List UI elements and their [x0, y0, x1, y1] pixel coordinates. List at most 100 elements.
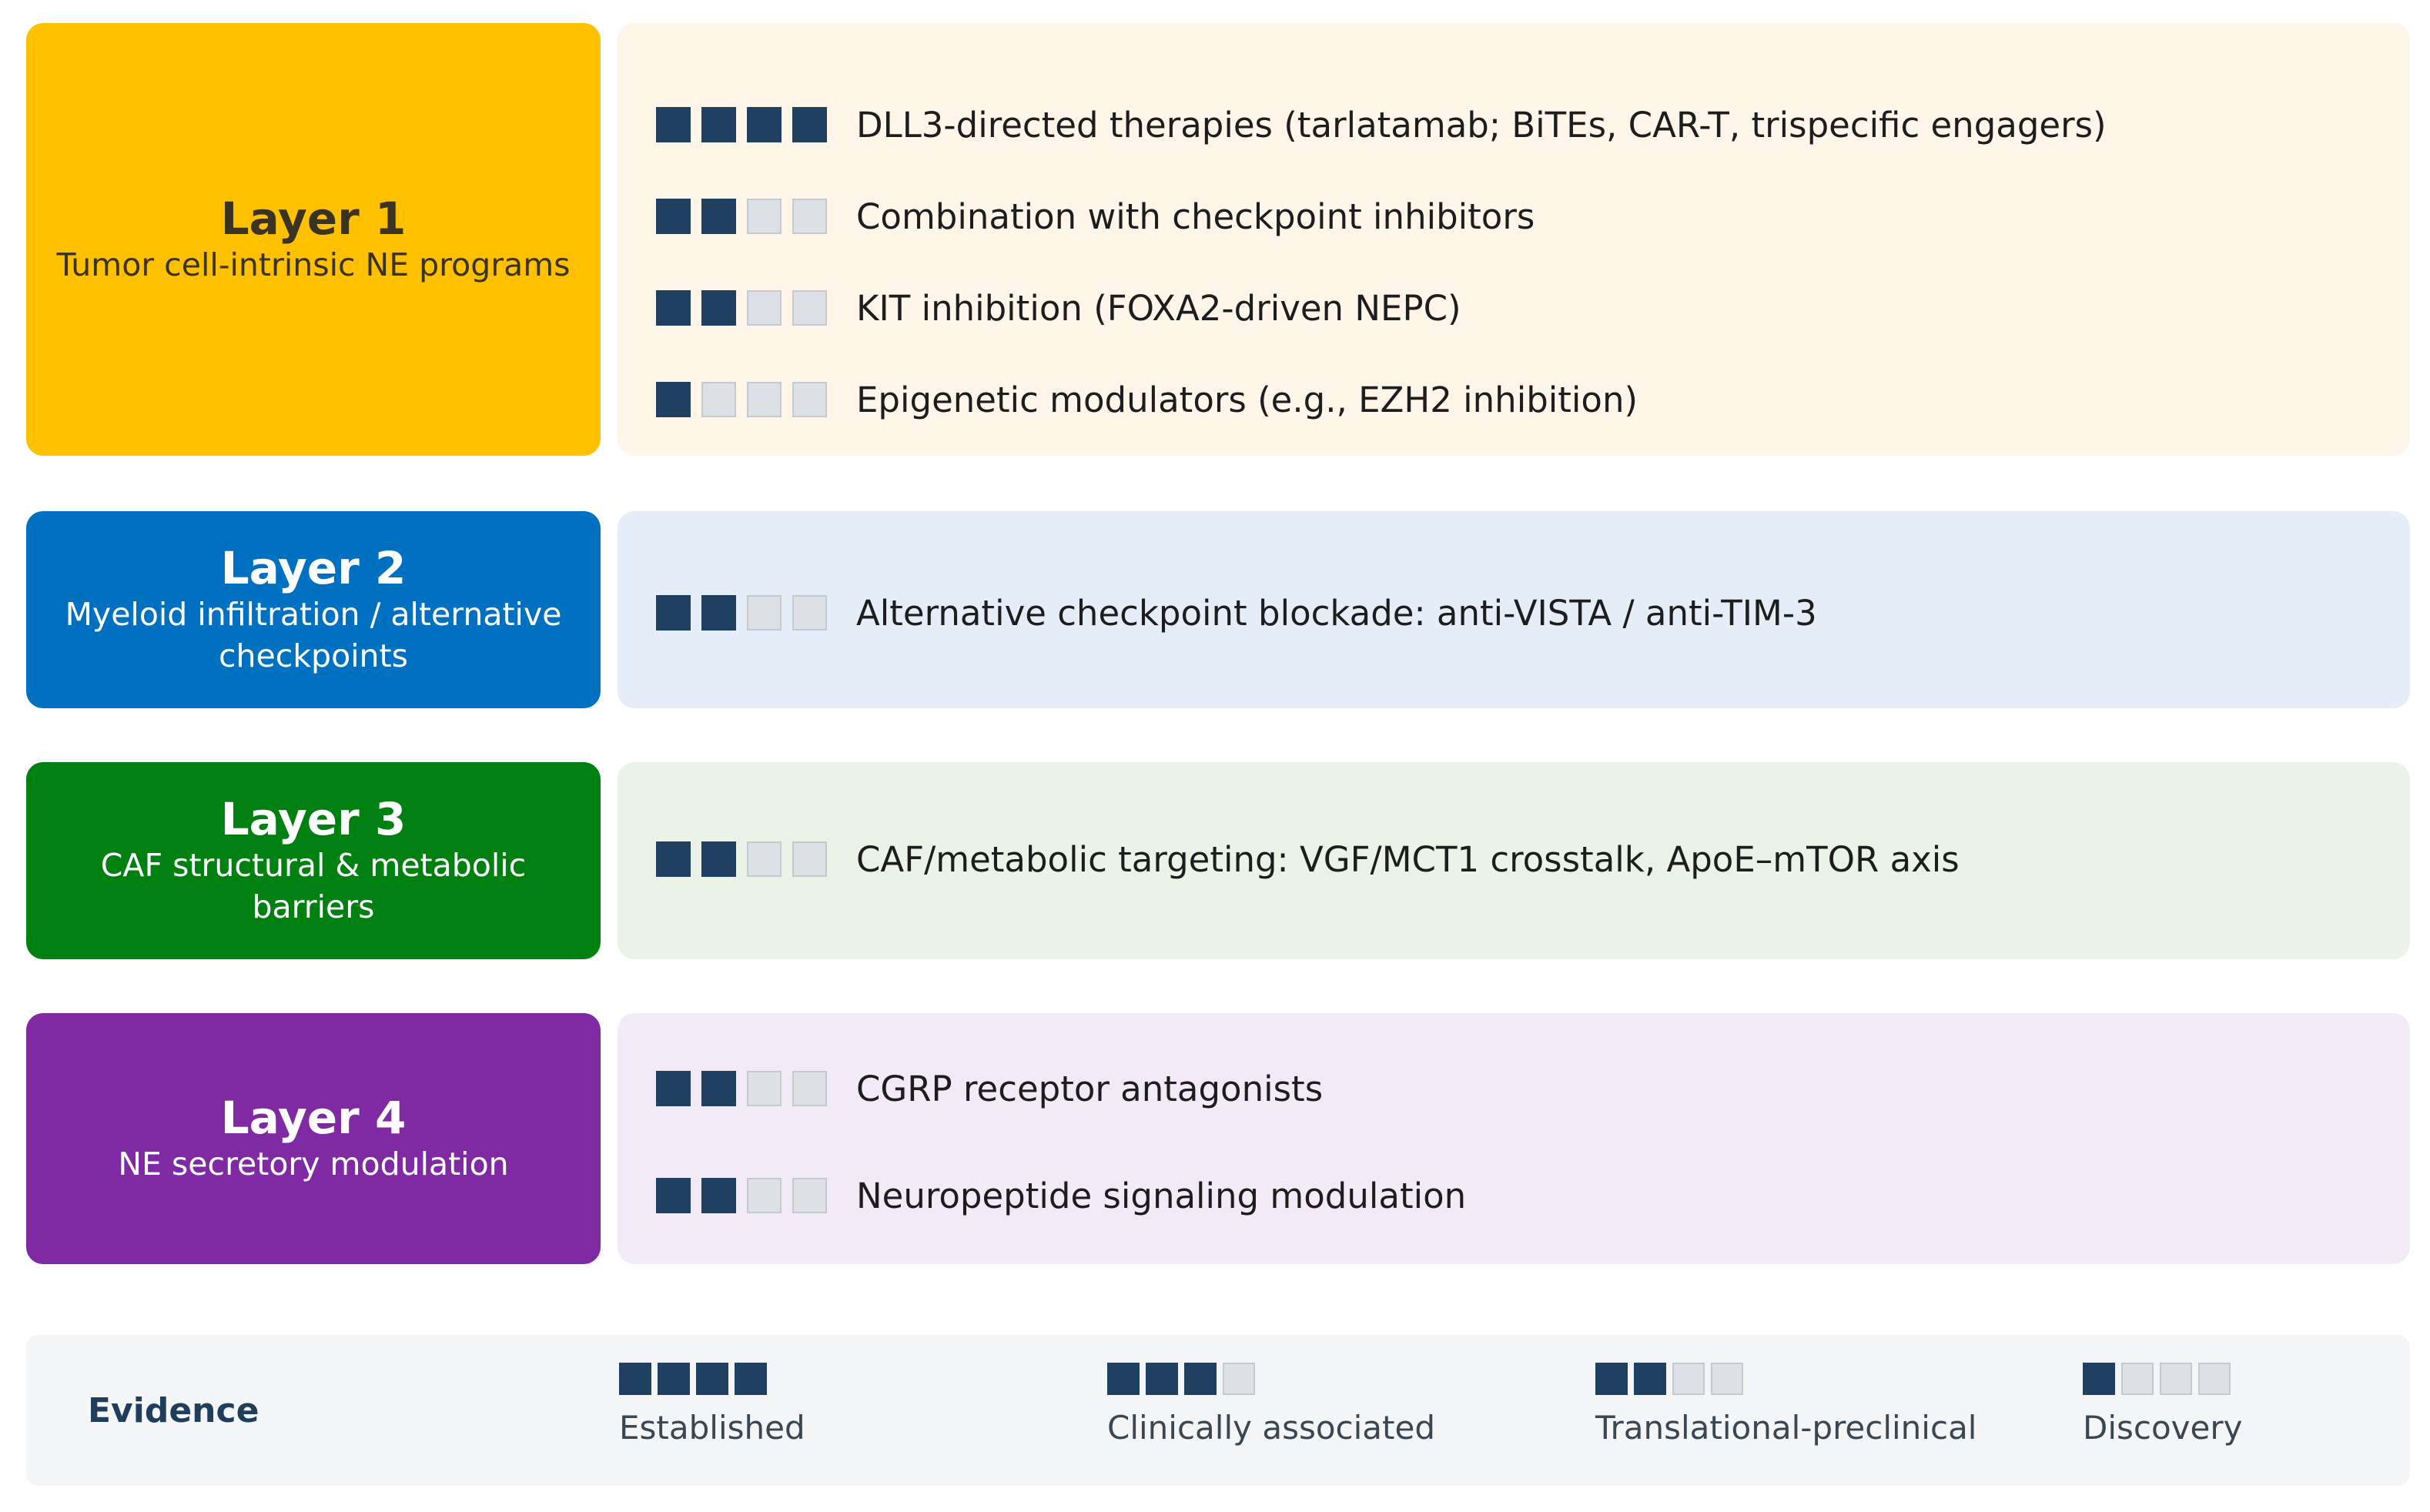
- layer-subtitle: Tumor cell-intrinsic NE programs: [56, 246, 571, 284]
- therapy-label: Neuropeptide signaling modulation: [856, 1175, 1467, 1216]
- evidence-square-filled: [1146, 1363, 1178, 1395]
- legend-item: Established: [619, 1363, 805, 1447]
- layer-title: Layer 2: [220, 541, 407, 594]
- evidence-square-filled: [658, 1363, 690, 1395]
- therapy-item: Neuropeptide signaling modulation: [656, 1172, 1466, 1219]
- therapy-item: CAF/metabolic targeting: VGF/MCT1 crosst…: [656, 836, 1960, 882]
- legend-item-label: Discovery: [2083, 1409, 2243, 1447]
- evidence-square-empty: [746, 290, 782, 326]
- therapy-panel: CAF/metabolic targeting: VGF/MCT1 crosst…: [618, 762, 2410, 959]
- evidence-indicator: [656, 841, 827, 877]
- evidence-square-filled: [656, 382, 691, 417]
- therapy-label: KIT inhibition (FOXA2-driven NEPC): [856, 287, 1461, 329]
- evidence-square-filled: [1634, 1363, 1666, 1395]
- legend-title: Evidence: [88, 1390, 259, 1430]
- evidence-square-filled: [656, 1071, 691, 1106]
- evidence-legend: Evidence Established Clinically associated…: [26, 1335, 2410, 1486]
- legend-item: Clinically associated: [1107, 1363, 1435, 1447]
- evidence-square-empty: [746, 199, 782, 234]
- evidence-square-filled: [701, 107, 736, 142]
- legend-item: Discovery: [2083, 1363, 2243, 1447]
- evidence-square-empty: [792, 1178, 827, 1213]
- evidence-square-empty: [1672, 1363, 1705, 1395]
- evidence-square-filled: [656, 841, 691, 877]
- legend-item: Translational-preclinical: [1595, 1363, 1976, 1447]
- evidence-square-empty: [792, 1071, 827, 1106]
- evidence-square-empty: [2121, 1363, 2154, 1395]
- evidence-square-filled: [735, 1363, 767, 1395]
- therapy-item: CGRP receptor antagonists: [656, 1065, 1323, 1112]
- legend-item-label: Clinically associated: [1107, 1409, 1435, 1447]
- legend-item-label: Established: [619, 1409, 805, 1447]
- therapy-label: Alternative checkpoint blockade: anti-VI…: [856, 592, 1817, 634]
- layer-title: Layer 3: [220, 792, 407, 845]
- evidence-square-filled: [2083, 1363, 2115, 1395]
- evidence-square-filled: [656, 1178, 691, 1213]
- evidence-square-empty: [792, 841, 827, 877]
- evidence-square-empty: [701, 382, 736, 417]
- evidence-square-filled: [701, 841, 736, 877]
- evidence-square-empty: [2160, 1363, 2192, 1395]
- therapy-item: Alternative checkpoint blockade: anti-VI…: [656, 590, 1817, 636]
- layer-subtitle: Myeloid infiltration / alternative check…: [65, 596, 562, 675]
- evidence-square-filled: [619, 1363, 651, 1395]
- evidence-square-empty: [746, 1071, 782, 1106]
- evidence-square-filled: [701, 1071, 736, 1106]
- evidence-square-empty: [746, 595, 782, 631]
- evidence-square-filled: [792, 107, 827, 142]
- evidence-square-empty: [792, 595, 827, 631]
- therapy-item: KIT inhibition (FOXA2-driven NEPC): [656, 285, 1461, 331]
- evidence-indicator: [656, 107, 827, 142]
- layer-subtitle: CAF structural & metabolic barriers: [100, 847, 527, 926]
- evidence-indicator: [656, 1071, 827, 1106]
- layer-subtitle: NE secretory modulation: [118, 1146, 509, 1183]
- evidence-square-filled: [701, 290, 736, 326]
- therapy-label: CAF/metabolic targeting: VGF/MCT1 crosst…: [856, 838, 1960, 880]
- evidence-indicator: [1595, 1363, 1976, 1395]
- evidence-indicator: [1107, 1363, 1435, 1395]
- evidence-square-filled: [656, 290, 691, 326]
- therapy-item: DLL3-directed therapies (tarlatamab; BiT…: [656, 102, 2107, 148]
- evidence-square-filled: [701, 1178, 736, 1213]
- layer-title: Layer 4: [220, 1091, 407, 1144]
- evidence-indicator: [619, 1363, 805, 1395]
- therapy-label: CGRP receptor antagonists: [856, 1068, 1324, 1109]
- evidence-indicator: [656, 382, 827, 417]
- evidence-square-empty: [1711, 1363, 1743, 1395]
- evidence-indicator: [656, 595, 827, 631]
- evidence-indicator: [656, 1178, 827, 1213]
- evidence-square-filled: [696, 1363, 728, 1395]
- evidence-square-empty: [1223, 1363, 1255, 1395]
- evidence-square-filled: [656, 595, 691, 631]
- evidence-square-empty: [792, 290, 827, 326]
- therapy-label: Epigenetic modulators (e.g., EZH2 inhibi…: [856, 379, 1638, 420]
- evidence-indicator: [656, 290, 827, 326]
- evidence-square-filled: [1184, 1363, 1217, 1395]
- evidence-square-filled: [656, 199, 691, 234]
- evidence-square-filled: [701, 199, 736, 234]
- evidence-square-filled: [656, 107, 691, 142]
- evidence-indicator: [656, 199, 827, 234]
- evidence-square-filled: [701, 595, 736, 631]
- evidence-indicator: [2083, 1363, 2243, 1395]
- evidence-square-empty: [746, 1178, 782, 1213]
- therapy-panel: DLL3-directed therapies (tarlatamab; BiT…: [618, 23, 2410, 456]
- therapy-panel: Alternative checkpoint blockade: anti-VI…: [618, 511, 2410, 708]
- therapy-item: Combination with checkpoint inhibitors: [656, 193, 1535, 239]
- evidence-square-empty: [792, 199, 827, 234]
- legend-item-label: Translational-preclinical: [1595, 1409, 1977, 1447]
- therapy-label: Combination with checkpoint inhibitors: [856, 196, 1535, 237]
- evidence-square-filled: [1595, 1363, 1628, 1395]
- therapy-item: Epigenetic modulators (e.g., EZH2 inhibi…: [656, 376, 1638, 423]
- therapy-label: DLL3-directed therapies (tarlatamab; BiT…: [856, 104, 2107, 146]
- evidence-square-filled: [1107, 1363, 1140, 1395]
